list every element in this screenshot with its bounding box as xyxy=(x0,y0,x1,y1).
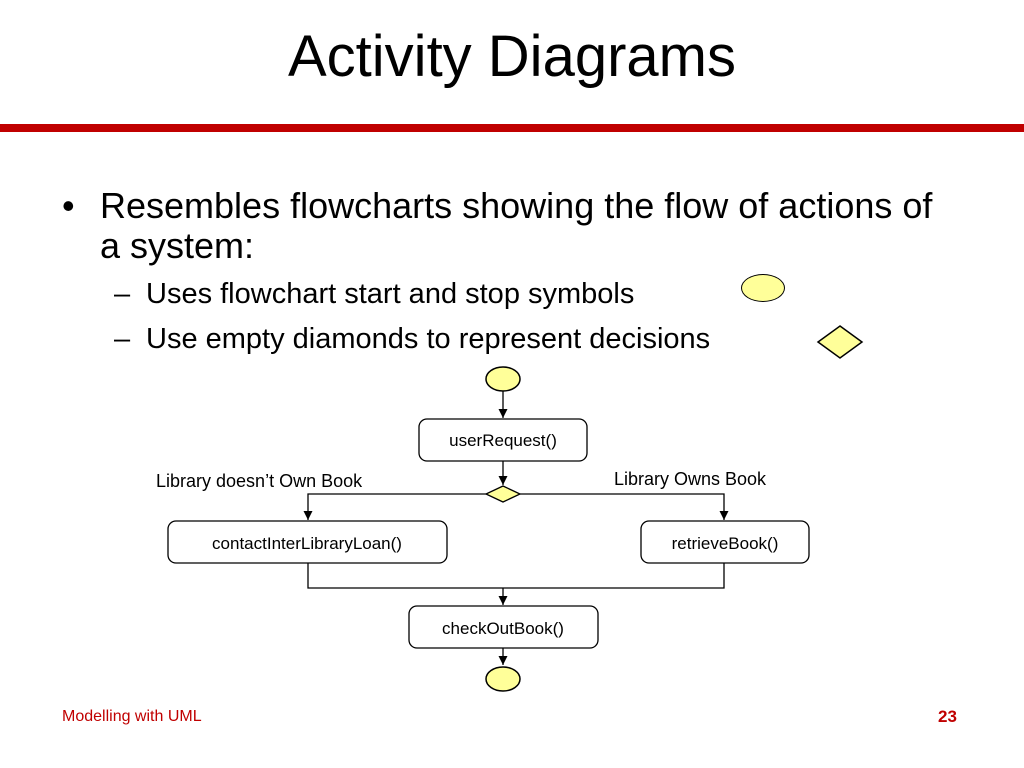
merge-line xyxy=(307,563,725,589)
flow-arrow-left-branch xyxy=(303,493,486,520)
flow-arrow-right-branch xyxy=(520,493,729,520)
bullet-main-text: Resembles flowcharts showing the flow of… xyxy=(100,185,933,266)
guard-label-owned: Library Owns Book xyxy=(614,469,767,489)
sub-bullet-start-stop-text: Uses flowchart start and stop symbols xyxy=(146,278,635,310)
slide-title: Activity Diagrams xyxy=(288,24,736,89)
sub-bullet-start-stop: – Uses flowchart start and stop symbols xyxy=(62,276,962,312)
sub-bullet-diamonds: – Use empty diamonds to represent decisi… xyxy=(62,321,962,357)
bullet-main: • Resembles flowcharts showing the flow … xyxy=(62,186,962,266)
title-divider xyxy=(0,124,1024,132)
footer-title: Modelling with UML xyxy=(62,708,202,725)
decision-symbol-icon xyxy=(816,325,864,359)
activity-contact-inter-library-loan-label: contactInterLibraryLoan() xyxy=(212,534,402,553)
dash-icon: – xyxy=(114,323,131,355)
start-stop-symbol-icon xyxy=(741,274,785,302)
final-node xyxy=(485,666,521,692)
activity-retrieve-book-label: retrieveBook() xyxy=(672,534,779,553)
initial-node xyxy=(485,366,521,392)
sub-bullet-diamonds-text: Use empty diamonds to represent decision… xyxy=(146,323,711,355)
decision-node xyxy=(484,485,522,503)
bullet-dot-icon: • xyxy=(62,185,75,226)
activity-user-request-label: userRequest() xyxy=(449,431,557,450)
guard-label-not-owned: Library doesn’t Own Book xyxy=(156,471,363,491)
activity-retrieve-book xyxy=(640,520,810,564)
bullet-list: • Resembles flowcharts showing the flow … xyxy=(62,186,962,357)
page-number: 23 xyxy=(938,707,957,726)
dash-icon: – xyxy=(114,278,131,310)
activity-check-out-book-label: checkOutBook() xyxy=(442,619,564,638)
